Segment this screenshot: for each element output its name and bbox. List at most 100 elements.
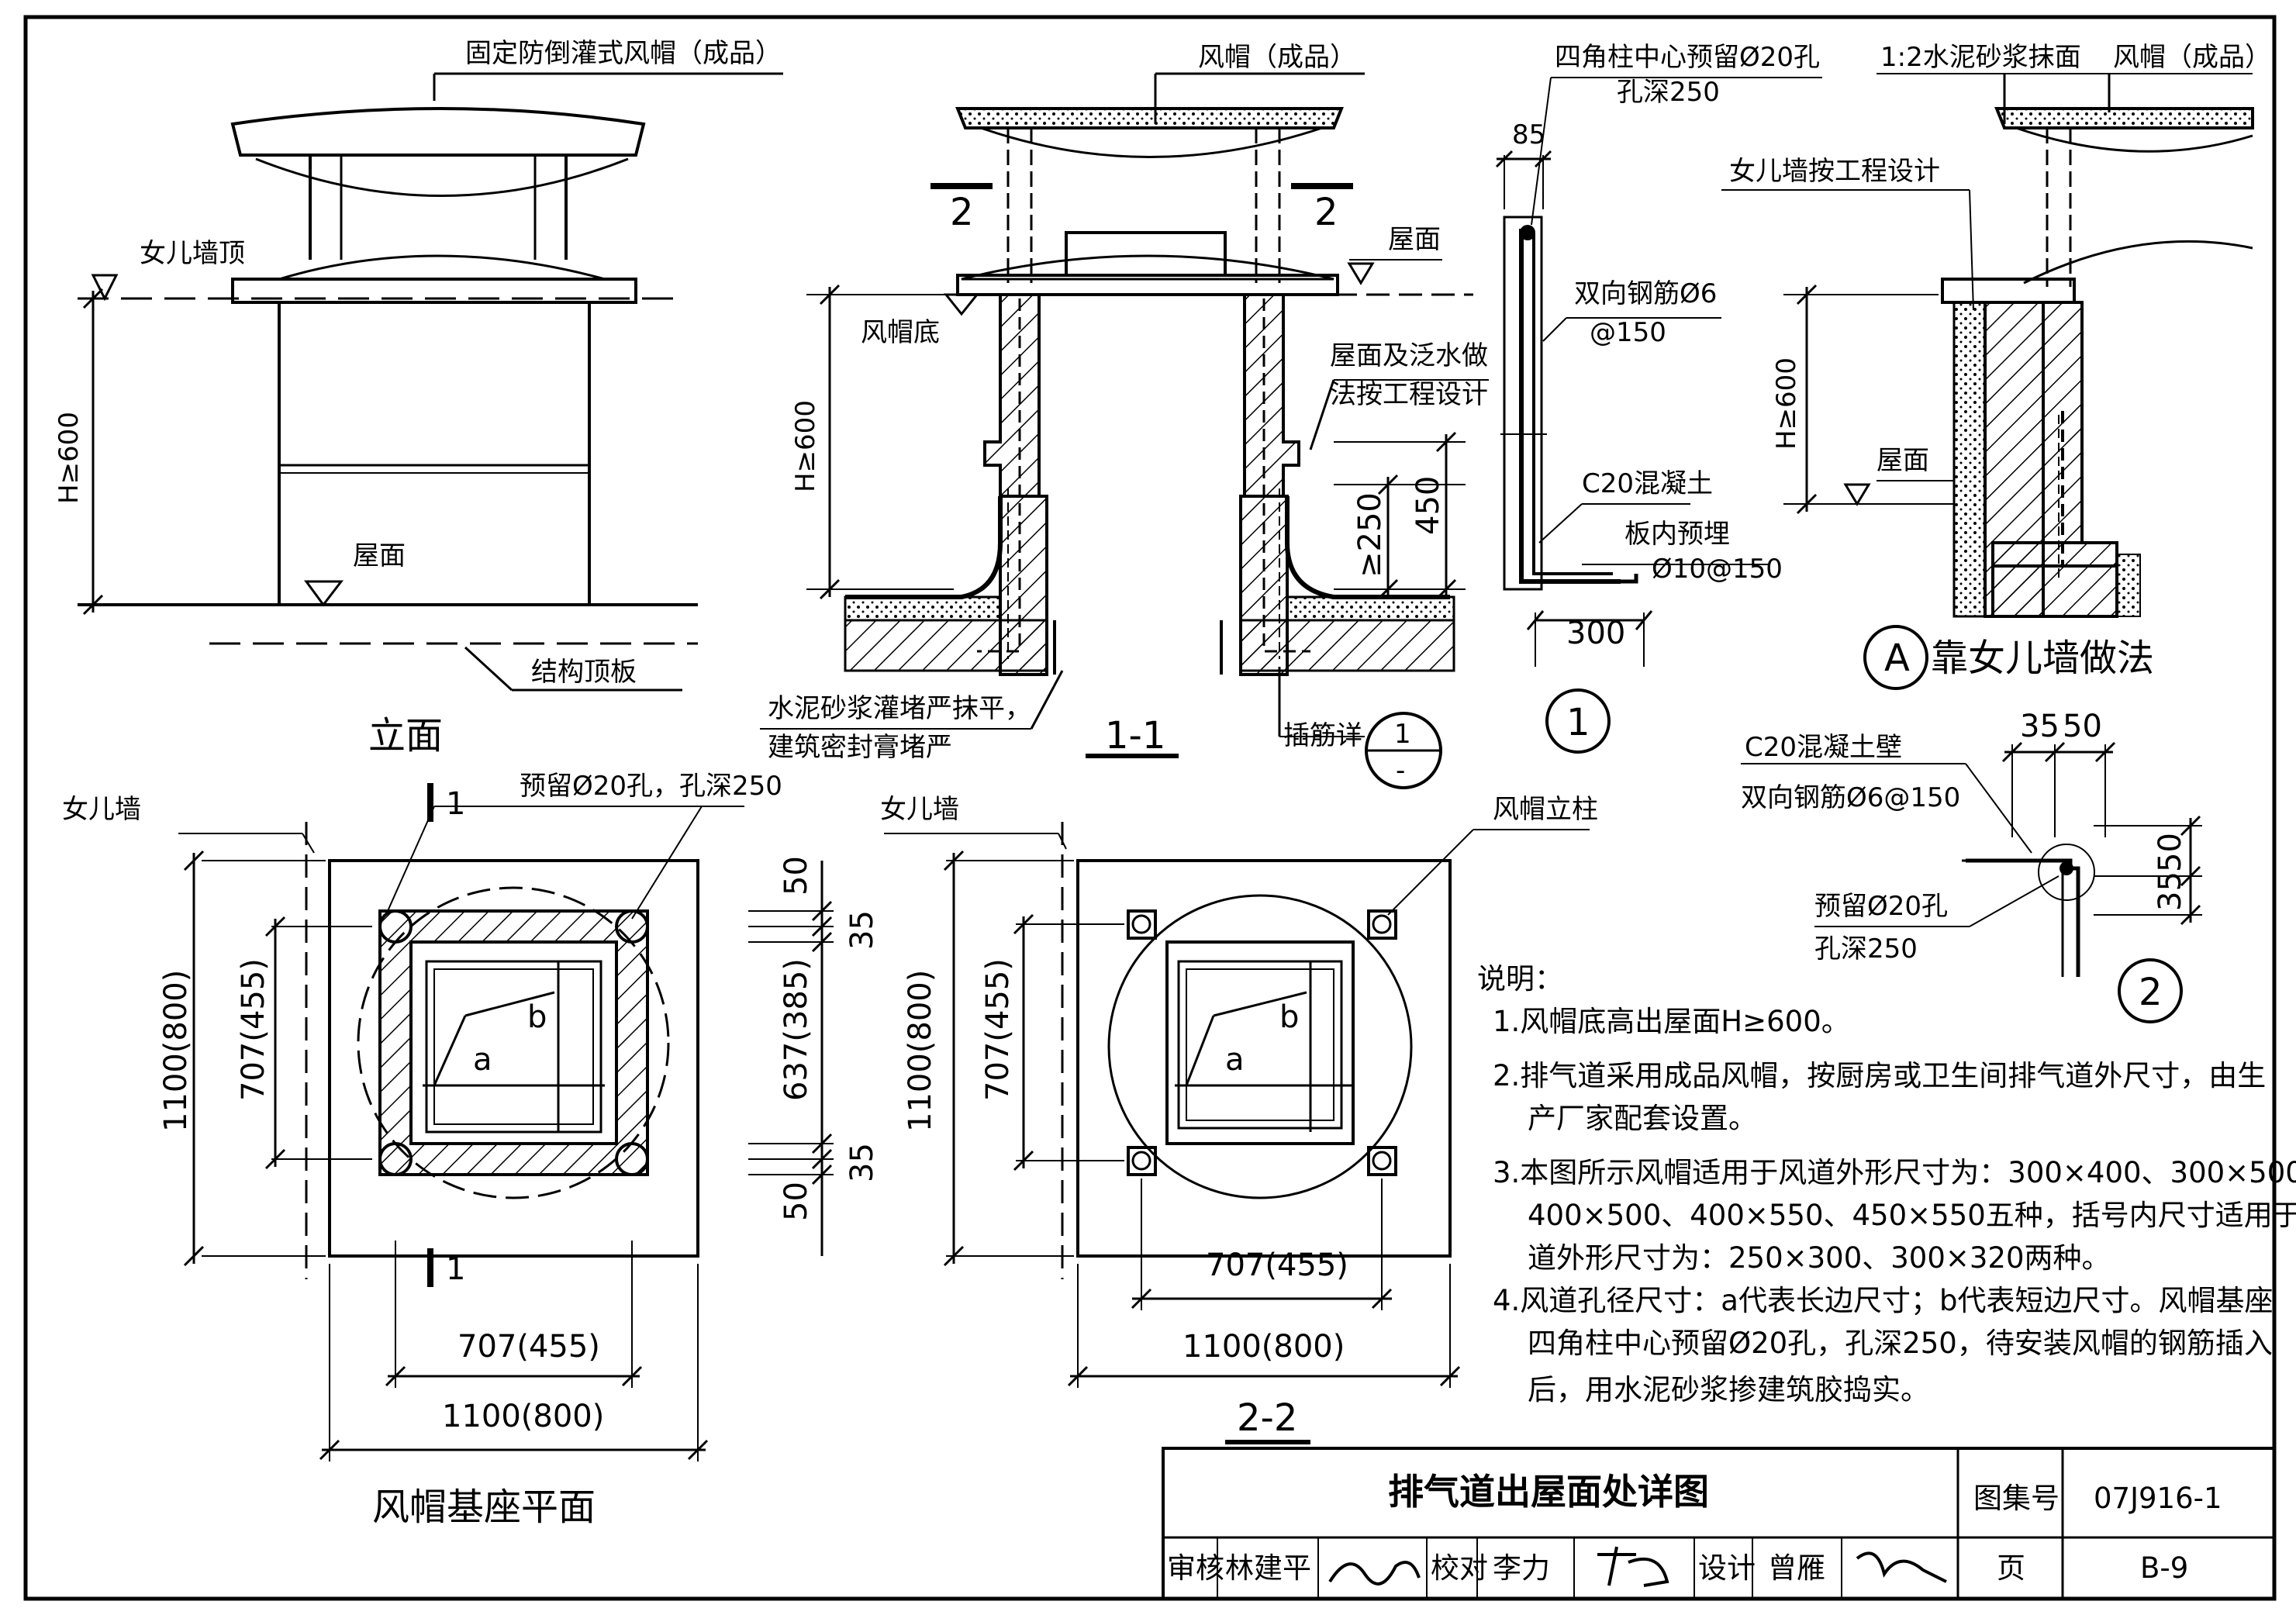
section-1-1: 2 2 风帽（成品） 屋面 风帽底 H≥600 屋面及泛水做 法按工程设计 ≥2… [760,42,1489,789]
notes-block: 说明： 1.风帽底高出屋面H≥600。 2.排气道采用成品风帽，按厨房或卫生间排… [1477,962,2296,1406]
section-1-1-ref-num: 1 [1394,719,1411,750]
detail-1-embed-1: 板内预埋 [1624,519,1730,550]
detail-a-parapet-note: 女儿墙按工程设计 [1729,156,1940,187]
title-block-design-signature [1856,1551,1947,1583]
section-2-2-dim-outer-horizontal: 1100(800) [1183,1329,1345,1365]
plan-caption: 风帽基座平面 [372,1486,596,1529]
section-2-2-post: 风帽立柱 [1493,794,1598,825]
detail-2-rebar: 双向钢筋Ø6@150 [1741,782,1960,813]
plan-dim-637: 637(385) [779,958,814,1101]
notes-line-2: 2.排气道采用成品风帽，按厨房或卫生间排气道外尺寸，由生 [1493,1059,2266,1092]
title-block-review-name: 林建平 [1225,1551,1311,1585]
section-1-1-cap-bottom: 风帽底 [861,317,940,348]
section-1-1-grout-2: 建筑密封膏堵严 [768,732,952,763]
title-block-check-name: 李力 [1493,1551,1550,1585]
detail-1-hole-2: 孔深250 [1617,77,1720,108]
title-block-check-signature [1597,1546,1669,1587]
sheet-border [23,15,2277,1601]
detail-1-concrete: C20混凝土 [1582,468,1713,499]
plan-hole-note: 预留Ø20孔，孔深250 [520,771,782,802]
section-2-2-parapet: 女儿墙 [880,794,959,825]
notes-line-5: 400×500、400×550、450×550五种，括号内尺寸适用于风 [1528,1199,2296,1232]
section-1-1-flashing-2: 法按工程设计 [1330,379,1488,410]
section-1-1-grout-1: 水泥砂浆灌堵严抹平， [768,693,1031,724]
section-1-1-dim-450: 450 [1410,476,1446,535]
section-1-1-flashing-1: 屋面及泛水做 [1330,340,1488,371]
section-1-1-ref-sheet: - [1396,755,1405,786]
detail-a: 1:2水泥砂浆抹面 风帽（成品） 女儿墙按工程设计 H≥600 屋面 A 靠女儿… [1721,42,2271,690]
cap-base-plan: 女儿墙 预留Ø20孔，孔深250 1 1 1100(800) 707(455) … [62,771,880,1529]
detail-1-dim-300: 300 [1566,616,1625,651]
section-2-2-label-b: b [1279,999,1299,1035]
plan-dim-35-top: 35 [844,910,880,950]
detail-a-marker: A [1884,637,1910,680]
section-2-2-dim-inner-horizontal: 707(455) [1206,1247,1348,1283]
detail-a-caption: 靠女儿墙做法 [1931,637,2154,680]
section-1-1-cut-mark-left: 2 [950,191,974,234]
plan-dim-50-bottom: 50 [779,1182,814,1221]
notes-line-3: 产厂家配套设置。 [1528,1102,1757,1135]
section-1-1-roof: 屋面 [1388,224,1441,255]
detail-2-hole-2: 孔深250 [1814,933,1918,965]
detail-1-rebar-2: @150 [1590,317,1666,348]
section-1-1-caption: 1-1 [1105,714,1165,757]
detail-2-dim-50-vertical: 50 [2153,833,2188,872]
detail-2-dim-35-vertical: 35 [2153,871,2188,911]
elevation-roof: 屋面 [353,540,406,571]
detail-1-rebar-1: 双向钢筋Ø6 [1574,278,1717,309]
section-2-2: 女儿墙 风帽立柱 1100(800) 707(455) 707(455) 110… [880,794,1598,1444]
elevation-slab: 结构顶板 [531,657,637,688]
notes-line-8: 四角柱中心预留Ø20孔，孔深250，待安装风帽的钢筋插入 [1528,1327,2273,1360]
elevation-cap-label: 固定防倒灌式风帽（成品） [465,38,782,69]
detail-a-roof: 屋面 [1877,445,1929,476]
title-block-review-label: 审核 [1167,1551,1224,1585]
title-block-page-no: B-9 [2140,1551,2188,1585]
detail-1: 四角柱中心预留Ø20孔 孔深250 85 双向钢筋Ø6 @150 C20混凝土 … [1495,42,1822,754]
notes-line-7: 4.风道孔径尺寸：a代表长边尺寸；b代表短边尺寸。风帽基座 [1493,1284,2273,1317]
title-block-design-name: 曾雁 [1768,1551,1825,1585]
section-1-1-cut-mark-right: 2 [1314,191,1338,234]
detail-1-embed-2: Ø10@150 [1652,554,1783,585]
section-1-1-dim-min250: ≥250 [1352,492,1388,578]
title-block-title: 排气道出屋面处详图 [1388,1471,1709,1513]
plan-dim-outer-horizontal: 1100(800) [442,1399,604,1434]
section-2-2-caption: 2-2 [1237,1396,1297,1440]
notes-heading: 说明： [1477,962,1563,996]
elevation-height: H≥600 [54,412,85,504]
plan-dim-inner-horizontal: 707(455) [457,1329,600,1365]
detail-2-caption: 2 [2139,971,2163,1014]
section-2-2-dim-inner-vertical: 707(455) [980,958,1016,1101]
detail-2: 35 50 50 35 C20混凝土壁 双向钢筋Ø6@150 预留Ø20孔 孔深… [1741,709,2202,1023]
detail-a-mortar: 1:2水泥砂浆抹面 [1880,42,2081,73]
detail-a-cap-label: 风帽（成品） [2113,42,2271,73]
plan-dim-outer-vertical: 1100(800) [158,970,194,1132]
section-1-1-rebar-detail: 插筋详 [1283,720,1362,751]
title-block-atlas-label: 图集号 [1973,1482,2059,1515]
detail-1-caption: 1 [1566,701,1590,744]
section-2-2-label-a: a [1225,1042,1245,1078]
plan-cut-mark-top: 1 [446,786,465,822]
section-1-1-height: H≥600 [790,400,821,492]
title-block: 排气道出屋面处详图 图集号 07J916-1 审核 林建平 校对 李力 设计 曾… [1162,1447,2276,1600]
plan-cut-mark-bottom: 1 [446,1251,465,1287]
detail-1-dim-85: 85 [1512,119,1545,150]
title-block-design-label: 设计 [1698,1551,1756,1585]
detail-1-hole-1: 四角柱中心预留Ø20孔 [1555,42,1820,73]
plan-dim-35-bottom: 35 [844,1143,880,1182]
elevation-parapet-top: 女儿墙顶 [140,238,245,269]
elevation-caption: 立面 [368,714,443,757]
plan-dim-50-top: 50 [779,856,814,895]
section-1-1-cap-label: 风帽（成品） [1198,42,1356,73]
detail-2-dim-35-horizontal: 35 [2020,709,2059,744]
elevation-view: 固定防倒灌式风帽（成品） 女儿墙顶 H≥600 屋面 结构顶板 立面 [54,38,783,757]
title-block-review-signature [1328,1561,1421,1586]
title-block-atlas-no: 07J916-1 [2094,1482,2222,1515]
notes-line-6: 道外形尺寸为：250×300、300×320两种。 [1528,1241,2111,1275]
title-block-check-label: 校对 [1431,1551,1488,1585]
section-2-2-dim-outer-vertical: 1100(800) [903,970,938,1132]
detail-a-height: H≥600 [1771,357,1802,450]
plan-label-a: a [473,1042,492,1078]
plan-dim-inner-vertical: 707(455) [236,958,271,1101]
detail-2-wall: C20混凝土壁 [1745,732,1902,763]
